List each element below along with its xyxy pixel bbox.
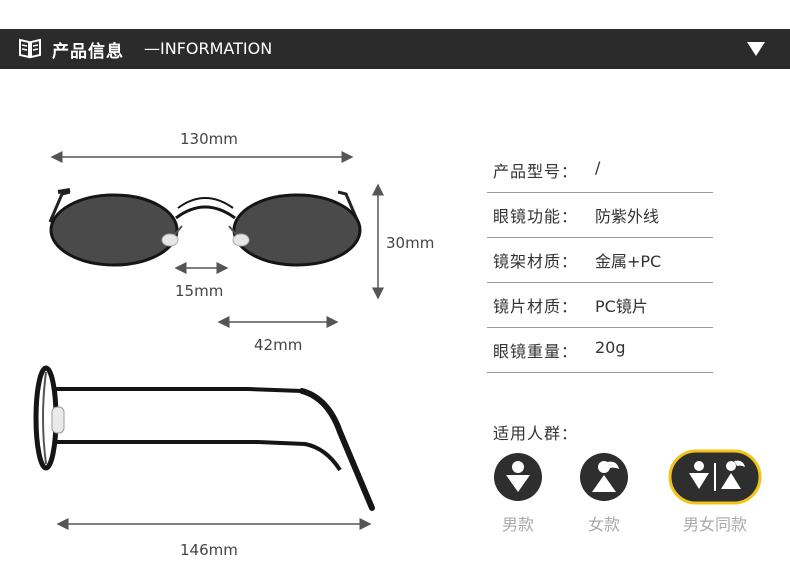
dim-height: 30mm — [386, 234, 435, 252]
spec-value: 金属+PC — [595, 252, 662, 271]
section-title: 产品信息 — [52, 42, 124, 62]
audience-option-female: 女款 — [587, 515, 620, 534]
open-book-icon — [18, 37, 42, 63]
spec-label: 眼镜重量： — [493, 342, 579, 361]
spec-row-model: 产品型号： / — [487, 148, 713, 193]
spec-row-weight: 眼镜重量： 20g — [487, 328, 713, 373]
dim-lens-width: 42mm — [254, 336, 303, 354]
spec-value: PC镜片 — [595, 297, 648, 316]
male-icon[interactable] — [493, 452, 543, 506]
spec-label: 镜架材质： — [493, 252, 579, 271]
spec-value: / — [595, 158, 601, 177]
spec-row-lens-material: 镜片材质： PC镜片 — [487, 283, 713, 328]
audience-option-unisex: 男女同款 — [682, 515, 747, 534]
dim-total-width: 130mm — [180, 130, 238, 148]
audience-label: 适用人群： — [493, 424, 579, 443]
spec-label: 镜片材质： — [493, 297, 579, 316]
spec-label: 产品型号： — [493, 162, 579, 181]
female-icon[interactable] — [579, 452, 629, 506]
glasses-side-view — [33, 365, 375, 511]
dim-temple-length: 146mm — [180, 541, 238, 559]
audience-option-male: 男款 — [501, 515, 534, 534]
spec-value: 防紫外线 — [595, 207, 660, 226]
dim-bridge: 15mm — [175, 282, 224, 300]
info-header: 产品信息 —INFORMATION — [0, 29, 790, 69]
glasses-front-view — [48, 188, 362, 267]
unisex-icon[interactable] — [668, 449, 762, 509]
triangle-down-icon[interactable] — [746, 41, 766, 61]
spec-value: 20g — [595, 338, 626, 357]
spec-row-frame-material: 镜架材质： 金属+PC — [487, 238, 713, 283]
spec-row-function: 眼镜功能： 防紫外线 — [487, 193, 713, 238]
spec-label: 眼镜功能： — [493, 207, 579, 226]
section-subtitle: —INFORMATION — [144, 39, 273, 58]
